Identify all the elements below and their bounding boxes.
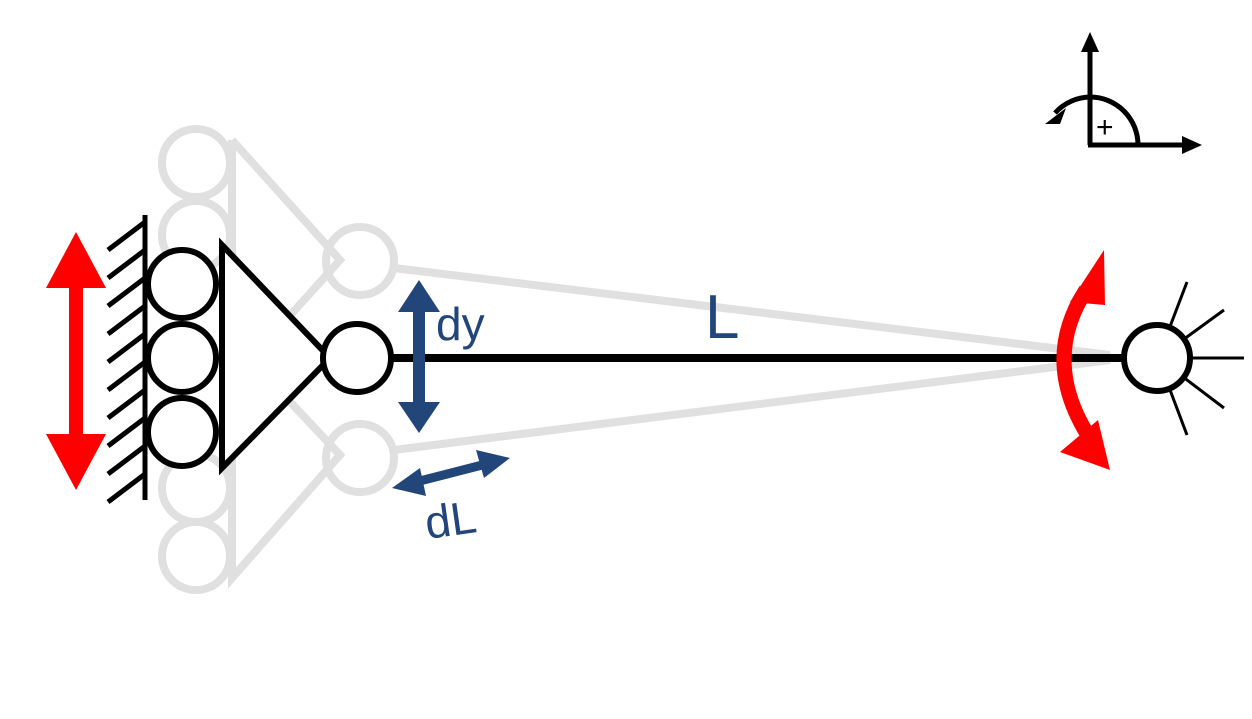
- ghost-pin-upper: [322, 223, 398, 299]
- dl-arrow: [392, 450, 510, 496]
- ghost-pin-lower: [322, 420, 398, 496]
- dy-label: dy: [436, 298, 485, 350]
- ghost-beam-upper: [393, 264, 1111, 359]
- dy-arrow: [398, 280, 440, 433]
- end-node-icon: [1121, 281, 1244, 436]
- pin-joint-icon: [320, 321, 394, 395]
- wall-hatch-icon: [106, 215, 148, 504]
- ghost-roller-upper-1: [158, 125, 234, 201]
- roller-1: [145, 247, 219, 321]
- length-label: L: [705, 283, 739, 352]
- ghost-beam-lower: [393, 356, 1111, 454]
- rotation-arrow: [1056, 250, 1110, 470]
- positive-sign-label: +: [1096, 111, 1114, 144]
- roller-support-icon: [145, 237, 335, 476]
- roller-3: [145, 395, 219, 469]
- support-triangle: [219, 237, 335, 476]
- vertical-load-arrow: [46, 232, 106, 490]
- dl-label: dL: [422, 490, 480, 549]
- roller-2: [145, 321, 219, 395]
- axes-sign-convention-icon: +: [1045, 32, 1202, 154]
- ghost-roller-lower-2: [158, 518, 234, 594]
